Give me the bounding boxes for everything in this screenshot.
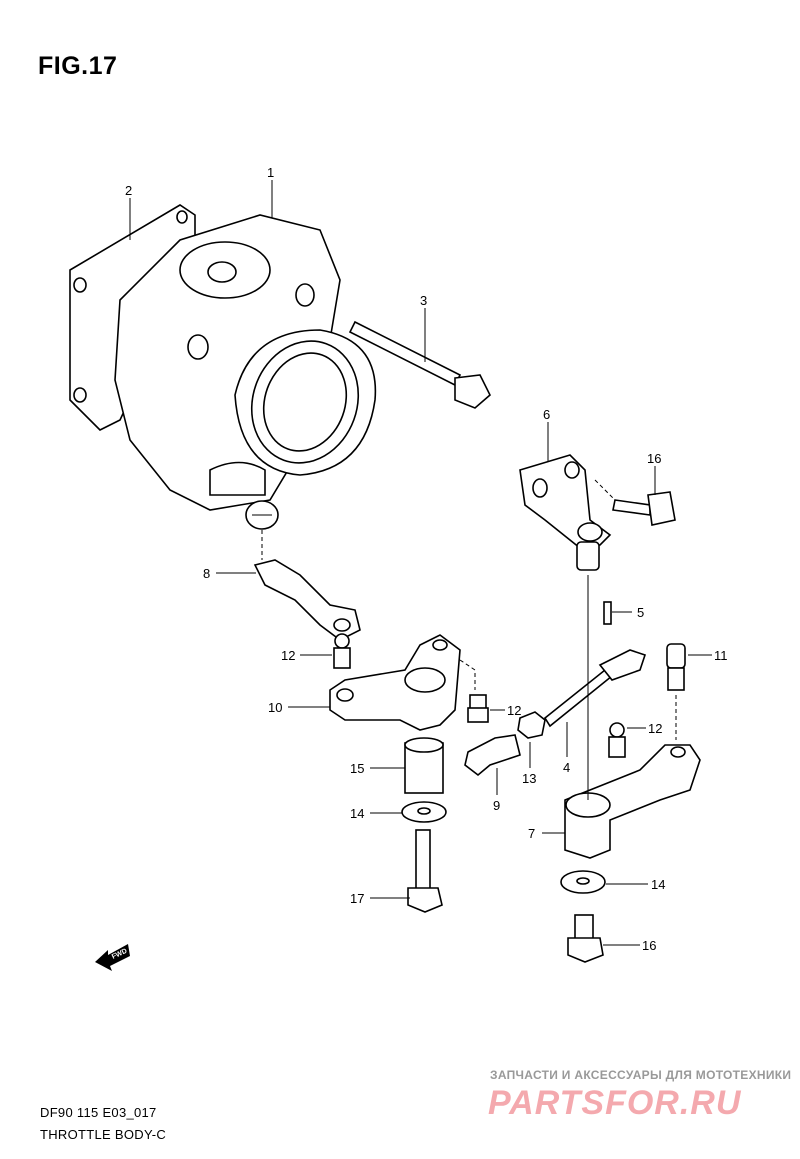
ball-joint-part: [467, 694, 489, 723]
callout-6: 6: [543, 407, 550, 422]
callout-3: 3: [420, 293, 427, 308]
ball-joint-part: [333, 633, 351, 669]
callout-12: 12: [507, 703, 521, 718]
watermark-tagline: ЗАПЧАСТИ И АКСЕССУАРЫ ДЛЯ МОТОТЕХНИКИ: [490, 1068, 792, 1082]
throttle-body-part: [114, 214, 377, 530]
adjust-rod-part: [543, 649, 647, 728]
callout-14: 14: [651, 877, 665, 892]
callout-4: 4: [563, 760, 570, 775]
spacer-part: [404, 737, 444, 794]
callout-11: 11: [714, 648, 728, 663]
pin-part: [603, 601, 612, 625]
callout-7: 7: [528, 826, 535, 841]
fwd-arrow-icon: FWD: [95, 944, 130, 971]
callout-9: 9: [493, 798, 500, 813]
washer-part: [401, 801, 447, 823]
callout-12: 12: [648, 721, 662, 736]
screw-part: [348, 320, 491, 409]
callout-13: 13: [522, 771, 536, 786]
bracket-part: [519, 454, 612, 571]
bolt-part: [612, 491, 676, 526]
rod-end-part: [464, 734, 521, 777]
watermark-logo: PARTSFOR.RU: [488, 1084, 742, 1122]
figure-title: FIG.17: [38, 52, 118, 80]
callout-10: 10: [268, 700, 282, 715]
bolt-part: [407, 829, 443, 913]
bolt-part: [567, 914, 604, 963]
ball-joint-part: [608, 722, 626, 758]
callout-8: 8: [203, 566, 210, 581]
link-rod-part: [253, 559, 361, 641]
washer-part: [560, 870, 606, 894]
lever-part: [329, 634, 461, 731]
lever-part: [564, 744, 701, 859]
callout-2: 2: [125, 183, 132, 198]
callout-1: 1: [267, 165, 274, 180]
section-title: THROTTLE BODY-C: [40, 1127, 167, 1142]
callout-12: 12: [281, 648, 295, 663]
callout-5: 5: [637, 605, 644, 620]
callout-16: 16: [642, 938, 656, 953]
callout-17: 17: [350, 891, 364, 906]
model-code: DF90 115 E03_017: [40, 1105, 157, 1120]
callout-15: 15: [350, 761, 364, 776]
callout-14: 14: [350, 806, 364, 821]
callout-16: 16: [647, 451, 661, 466]
ball-bolt-part: [666, 643, 686, 691]
callout-leaders: [129, 180, 712, 946]
nut-part: [517, 711, 546, 739]
